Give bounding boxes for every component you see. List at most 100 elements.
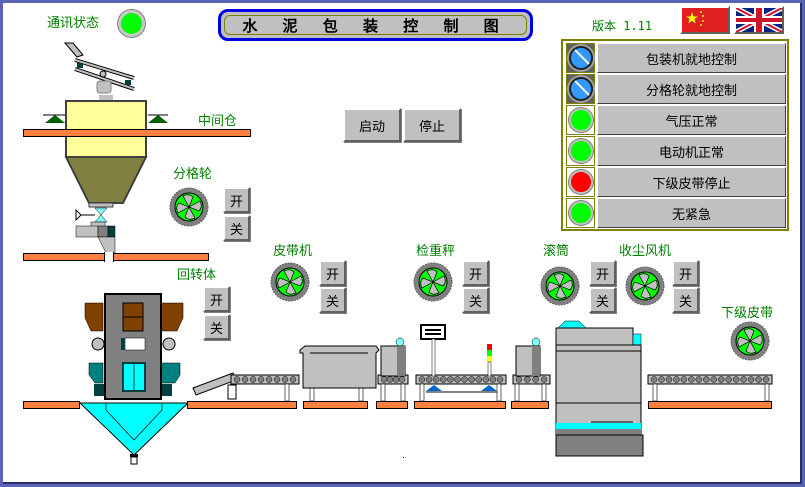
- roller: [482, 376, 490, 383]
- floor-beam: [23, 401, 80, 409]
- status-row-motor: 电动机正常: [566, 136, 786, 166]
- status-row-downstream-belt: 下级皮带停止: [566, 167, 786, 197]
- belt-off-button[interactable]: 关: [319, 287, 346, 313]
- belt-on-button[interactable]: 开: [319, 260, 346, 286]
- roller: [673, 376, 680, 383]
- roller-off-button[interactable]: 关: [589, 287, 616, 313]
- silo-hopper: [64, 156, 148, 204]
- status-row-divider-local[interactable]: 分格轮就地控制: [566, 74, 786, 104]
- divider-wheel-off-button[interactable]: 关: [223, 215, 250, 241]
- status-lamp-red: [568, 170, 593, 194]
- roller: [461, 376, 468, 383]
- selector-knob-icon[interactable]: [568, 77, 593, 101]
- checkweigher-label: 检重秤: [416, 244, 456, 259]
- floor-beam: [23, 129, 251, 137]
- roller: [710, 376, 717, 383]
- roller: [440, 376, 447, 383]
- roller: [532, 376, 539, 383]
- status-label[interactable]: 分格轮就地控制: [597, 74, 786, 104]
- roller: [489, 376, 497, 383]
- roller: [695, 376, 703, 383]
- status-lamp-green: [568, 201, 593, 225]
- conveyor-leg: [764, 383, 770, 402]
- china-flag-icon: [682, 8, 728, 32]
- conveyor-leg: [496, 383, 502, 402]
- status-label: 下级皮带停止: [597, 167, 786, 197]
- selector-knob-icon[interactable]: [568, 46, 593, 70]
- conveyor-section: [415, 374, 507, 385]
- roller: [418, 376, 426, 383]
- status-label[interactable]: 包装机就地控制: [597, 43, 786, 73]
- roller: [688, 376, 695, 383]
- conveyor-leg: [284, 383, 290, 402]
- roller: [249, 376, 257, 383]
- roller-label: 滚筒: [543, 244, 570, 259]
- comm-status-label: 通讯状态: [47, 16, 100, 31]
- roller: [524, 376, 531, 383]
- roller: [447, 376, 454, 383]
- checkweigher-on-button[interactable]: 开: [462, 260, 489, 286]
- comm-status-lamp: [118, 10, 145, 37]
- roller: [257, 376, 265, 383]
- roller: [762, 376, 770, 383]
- floor-beam: [648, 401, 772, 409]
- conveyor-section: [230, 374, 300, 385]
- roller: [658, 376, 665, 383]
- floor-beam: [511, 401, 549, 409]
- floor-beam: [187, 401, 297, 409]
- roller-on-button[interactable]: 开: [589, 260, 616, 286]
- dust-fan-label: 收尘风机: [619, 244, 672, 259]
- roller: [273, 376, 281, 383]
- silo-label: 中间仓: [198, 114, 238, 129]
- roller: [289, 376, 297, 383]
- checkweigher-off-button[interactable]: 关: [462, 287, 489, 313]
- status-label: 电动机正常: [597, 136, 786, 166]
- roller: [732, 376, 740, 383]
- roller: [432, 376, 440, 383]
- rotor-off-button[interactable]: 关: [203, 314, 230, 340]
- status-label: 无紧急: [597, 198, 786, 228]
- version-label: 版本 1.11: [592, 19, 653, 33]
- dust-fan-off-button[interactable]: 关: [672, 287, 699, 313]
- roller: [392, 376, 400, 383]
- roller: [425, 376, 433, 383]
- rotor-label: 回转体: [177, 268, 217, 283]
- conveyor-leg: [541, 383, 547, 402]
- roller: [725, 376, 732, 383]
- rotor-on-button[interactable]: 开: [203, 286, 230, 312]
- checkweigher-fan-icon[interactable]: [413, 262, 453, 302]
- floor-beam: [303, 401, 368, 409]
- language-english-button[interactable]: [734, 6, 784, 34]
- start-button[interactable]: 启动: [343, 108, 401, 142]
- stray-pixel: [403, 457, 404, 458]
- language-chinese-button[interactable]: [680, 6, 730, 34]
- status-row-packer-local[interactable]: 包装机就地控制: [566, 43, 786, 73]
- palletizer-icon: [555, 320, 644, 457]
- stop-button[interactable]: 停止: [403, 108, 461, 142]
- roller: [496, 376, 504, 383]
- roller: [747, 376, 755, 383]
- dust-fan-fan-icon[interactable]: [625, 266, 665, 306]
- roller: [665, 376, 673, 383]
- roller: [380, 376, 388, 383]
- process-diagram: [43, 42, 773, 465]
- roller-fan-icon[interactable]: [540, 266, 580, 306]
- belt-fan-icon[interactable]: [270, 262, 310, 302]
- roller: [398, 376, 406, 383]
- scada-canvas: 通讯状态 水 泥 包 装 控 制 图 版本 1.11: [3, 3, 802, 484]
- downstream-belt-fan-icon[interactable]: [730, 321, 770, 361]
- status-panel: 包装机就地控制 分格轮就地控制 气压正常 电动机正常 下级皮带停止 无紧急: [561, 39, 789, 231]
- inclined-conveyor-icon: [192, 372, 237, 400]
- roller: [680, 376, 688, 383]
- divider-wheel-on-button[interactable]: 开: [223, 187, 250, 213]
- conveyor-leg: [419, 383, 425, 402]
- status-lamp-green: [568, 108, 593, 132]
- roller: [755, 376, 762, 383]
- divider-wheel-fan-icon[interactable]: [169, 187, 209, 227]
- floor-beam: [414, 401, 506, 409]
- floor-beam: [23, 253, 209, 261]
- roller: [540, 376, 548, 383]
- dust-fan-on-button[interactable]: 开: [672, 260, 699, 286]
- roller: [475, 376, 482, 383]
- status-row-air-pressure: 气压正常: [566, 105, 786, 135]
